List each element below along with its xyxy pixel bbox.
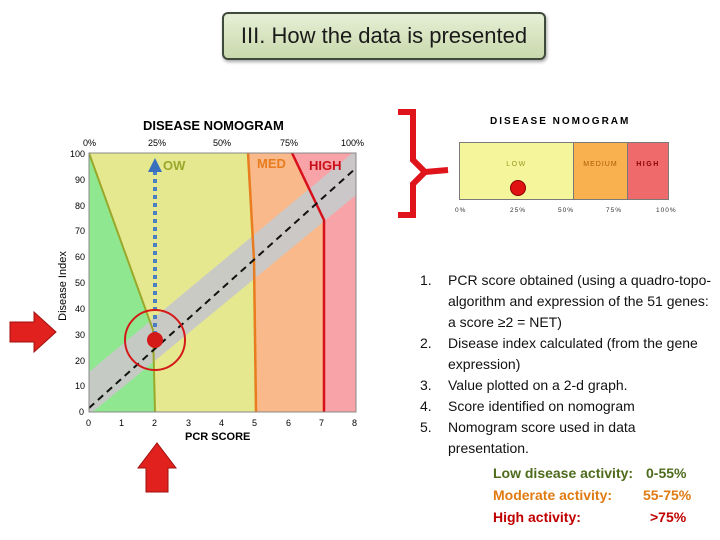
x-tick-1: 1 [119, 418, 125, 428]
top-tick-25: 25% [148, 138, 167, 148]
x-tick-4: 4 [219, 418, 225, 428]
high-boundary [290, 153, 326, 412]
x-tick-8: 8 [352, 418, 358, 428]
y-axis-label: Disease Index [57, 251, 69, 321]
step-item: 3. Value plotted on a 2-d graph. [420, 375, 715, 396]
y-tick-20: 20 [75, 356, 86, 366]
activity-low-value: 0-55% [646, 465, 687, 481]
step-text: Score identified on nomogram [448, 398, 635, 414]
small-segment-medium: MEDIUM [574, 143, 628, 199]
step-number: 5. [420, 419, 432, 435]
steps-list: 1. PCR score obtained (using a quadro-top… [420, 270, 715, 459]
small-tick-75: 75% [606, 207, 623, 214]
x-tick-6: 6 [286, 418, 292, 428]
small-segment-medium-label: MEDIUM [583, 161, 618, 168]
zone-label-med: MED [257, 156, 286, 171]
small-plotted-point [510, 180, 526, 196]
activity-high-label: High activity: [493, 509, 581, 525]
small-nomogram-title: DISEASE NOMOGRAM [490, 116, 631, 127]
plotted-point [147, 332, 163, 348]
step-number: 4. [420, 398, 432, 414]
x-axis-label: PCR SCORE [185, 431, 251, 443]
y-tick-60: 60 [75, 252, 86, 262]
small-tick-0: 0% [455, 207, 467, 214]
activity-moderate-label: Moderate activity: [493, 487, 613, 503]
bracket [398, 109, 430, 218]
step-text: PCR score obtained (using a quadro-topo-… [448, 272, 712, 330]
pointer-arrowhead [148, 158, 162, 172]
y-tick-10: 10 [75, 381, 86, 391]
top-tick-50: 50% [213, 138, 232, 148]
y-tick-40: 40 [75, 304, 86, 314]
y-tick-30: 30 [75, 330, 86, 340]
small-tick-25: 25% [510, 207, 527, 214]
step-number: 1. [420, 272, 432, 288]
small-tick-50: 50% [558, 207, 575, 214]
left-red-arrow [9, 310, 57, 354]
step-item: 1. PCR score obtained (using a quadro-top… [420, 270, 715, 333]
y-tick-70: 70 [75, 226, 86, 236]
step-text: Disease index calculated (from the gene … [448, 335, 698, 372]
x-tick-3: 3 [186, 418, 192, 428]
step-number: 2. [420, 335, 432, 351]
zone-label-low: OW [163, 158, 186, 173]
step-number: 3. [420, 377, 432, 393]
top-tick-100: 100% [341, 138, 365, 148]
step-text: Value plotted on a 2-d graph. [448, 377, 628, 393]
top-tick-75: 75% [280, 138, 299, 148]
y-tick-80: 80 [75, 201, 86, 211]
slide-title: III. How the data is presented [222, 12, 546, 60]
y-tick-100: 100 [70, 149, 86, 159]
x-tick-7: 7 [319, 418, 325, 428]
x-tick-0: 0 [86, 418, 92, 428]
nomogram-title: DISEASE NOMOGRAM [143, 118, 284, 133]
small-tick-100: 100% [656, 207, 677, 214]
y-tick-0: 0 [79, 407, 85, 417]
y-tick-90: 90 [75, 175, 86, 185]
top-tick-0: 0% [83, 138, 97, 148]
step-item: 4. Score identified on nomogram [420, 396, 715, 417]
x-tick-5: 5 [252, 418, 258, 428]
small-segment-high-label: HIGH [636, 161, 660, 168]
small-segment-high: HIGH [628, 143, 668, 199]
step-item: 5. Nomogram score used in data presentati… [420, 417, 715, 459]
activity-high-value: >75% [650, 509, 687, 525]
step-text: Nomogram score used in data presentation… [448, 419, 636, 456]
plotted-ring [124, 309, 186, 371]
y-tick-50: 50 [75, 278, 86, 288]
step-item: 2. Disease index calculated (from the gen… [420, 333, 715, 375]
small-segment-low-label: LOW [506, 161, 527, 168]
activity-moderate-value: 55-75% [643, 487, 692, 503]
bottom-red-arrow [136, 442, 178, 493]
activity-low-label: Low disease activity: [493, 465, 634, 481]
zone-label-high: HIGH [309, 158, 342, 173]
low-green-boundary [89, 153, 156, 412]
small-nomogram-bar: LOW MEDIUM HIGH [459, 142, 669, 200]
x-tick-2: 2 [152, 418, 158, 428]
